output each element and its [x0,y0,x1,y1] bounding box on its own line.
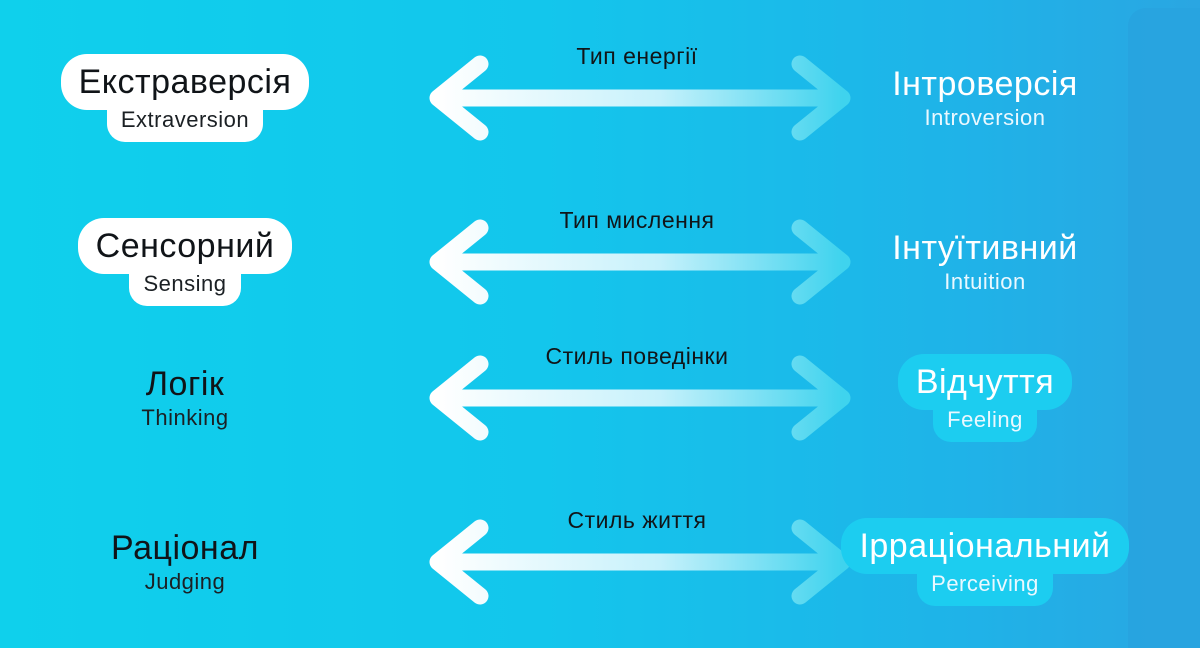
right-trait: Ірраціональний Perceiving [840,502,1130,622]
trait-name-ukrainian: Логік [145,365,225,403]
dichotomy-row: Раціонал Judging Стиль життя Ірраціональ… [0,502,1200,622]
left-trait: Сенсорний Sensing [40,202,330,322]
dimension-label: Стиль поведінки [545,343,729,369]
trait-name-english: Extraversion [106,104,264,142]
dimension-label: Тип енергії [576,43,698,69]
trait-name-english: Intuition [944,269,1026,294]
dichotomy-row: Логік Thinking Стиль поведінки Відчуття … [0,338,1200,458]
trait-name-english: Thinking [141,405,229,430]
left-trait: Екстраверсія Extraversion [40,38,330,158]
dichotomy-row: Сенсорний Sensing Тип мислення Інтуїтивн… [0,202,1200,322]
trait-name-english: Introversion [924,105,1046,130]
trait-name-ukrainian: Інтроверсія [892,65,1078,103]
left-trait: Логік Thinking [40,338,330,458]
double-arrow-icon [429,55,851,141]
trait-name-english: Feeling [933,404,1037,442]
trait-name-english: Sensing [129,268,241,306]
trait-name-ukrainian: Екстраверсія [60,54,310,110]
right-trait: Інтуїтивний Intuition [840,202,1130,322]
double-arrow-icon [429,519,851,605]
right-trait: Інтроверсія Introversion [840,38,1130,158]
trait-name-english: Judging [144,569,226,594]
right-trait: Відчуття Feeling [840,338,1130,458]
left-trait: Раціонал Judging [40,502,330,622]
decorative-side-strip [1128,8,1200,648]
trait-name-ukrainian: Сенсорний [77,218,293,274]
trait-name-ukrainian: Ірраціональний [841,518,1129,574]
trait-name-ukrainian: Інтуїтивний [892,229,1078,267]
trait-name-english: Perceiving [917,568,1053,606]
trait-name-ukrainian: Відчуття [897,354,1073,410]
dimension-label: Тип мислення [559,207,715,233]
double-arrow-icon [429,219,851,305]
double-arrow-icon [429,355,851,441]
trait-name-ukrainian: Раціонал [111,529,259,567]
dichotomy-row: Екстраверсія Extraversion Тип енергії Ін… [0,38,1200,158]
dimension-label: Стиль життя [567,507,707,533]
